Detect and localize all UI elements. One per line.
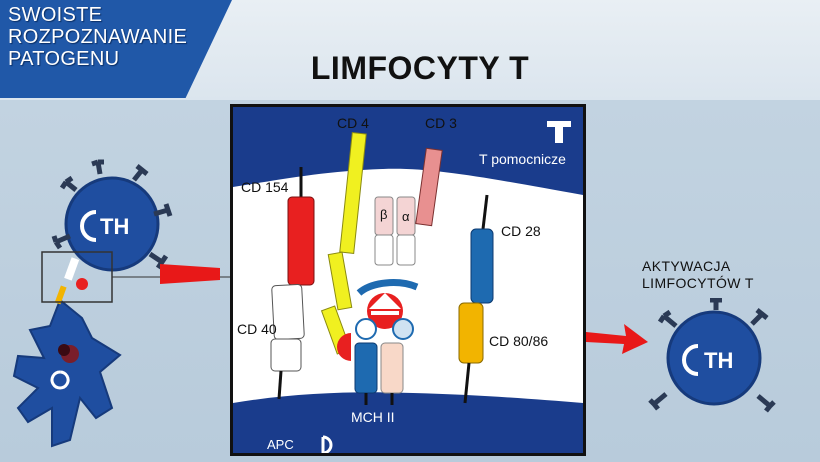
alpha-label: α xyxy=(402,209,410,224)
cd154-label: CD 154 xyxy=(241,179,289,195)
dendritic-cell-shape xyxy=(12,298,122,448)
mhc-ii-beta xyxy=(380,342,404,394)
arrow-to-activation xyxy=(586,324,648,354)
left-t-cell-receptors xyxy=(51,159,173,270)
activation-caption-line-1: AKTYWACJA xyxy=(642,258,731,274)
apc-label: APC xyxy=(267,437,294,452)
right-t-cell-receptors xyxy=(648,298,776,413)
activation-caption: AKTYWACJA LIMFOCYTÓW T xyxy=(642,258,802,292)
t-cell-type-label: T pomocnicze xyxy=(479,151,566,167)
cd8086-label: CD 80/86 xyxy=(489,333,549,349)
left-cell-illustration: TH xyxy=(12,159,230,448)
topic-banner xyxy=(0,0,232,98)
topic-banner-text: SWOISTE ROZPOZNAWANIE PATOGENU xyxy=(8,4,238,70)
cd4-label: CD 4 xyxy=(337,115,369,131)
cd28-molecule xyxy=(470,228,494,304)
cd8086-molecule xyxy=(458,302,484,364)
cd40-label: CD 40 xyxy=(237,321,277,337)
banner-line-1: SWOISTE xyxy=(8,4,103,26)
t-cell-membrane xyxy=(233,107,583,195)
slide-title: LIMFOCYTY T xyxy=(310,50,530,86)
right-cell-illustration: TH xyxy=(648,298,776,413)
activation-caption-line-2: LIMFOCYTÓW T xyxy=(642,275,754,291)
beta-label: β xyxy=(380,207,388,222)
cd154-molecule xyxy=(287,196,315,286)
apc-membrane xyxy=(233,392,583,453)
cd4-molecule xyxy=(339,132,367,254)
apc-letter-icon xyxy=(321,435,333,453)
cd3-label: CD 3 xyxy=(425,115,457,131)
cd28-label: CD 28 xyxy=(501,223,541,239)
tcr-label: TCR xyxy=(373,167,402,183)
synapse-diagram: CD 4 CD 3 TCR T pomocnicze β α CD 154 CD… xyxy=(230,104,586,456)
left-cell-label: TH xyxy=(100,214,129,239)
right-cell-label: TH xyxy=(704,348,733,373)
right-t-cell-body xyxy=(666,310,762,406)
mhc-ii-alpha xyxy=(354,342,378,394)
cd3-molecule xyxy=(415,147,443,227)
t-cell-letter-icon xyxy=(547,121,571,143)
apc-d-icon xyxy=(50,370,70,390)
arrow-into-diagram xyxy=(160,264,220,284)
banner-line-2: ROZPOZNAWANIE xyxy=(8,26,188,48)
banner-line-3: PATOGENU xyxy=(8,48,120,70)
mhc-label: MCH II xyxy=(351,409,395,425)
